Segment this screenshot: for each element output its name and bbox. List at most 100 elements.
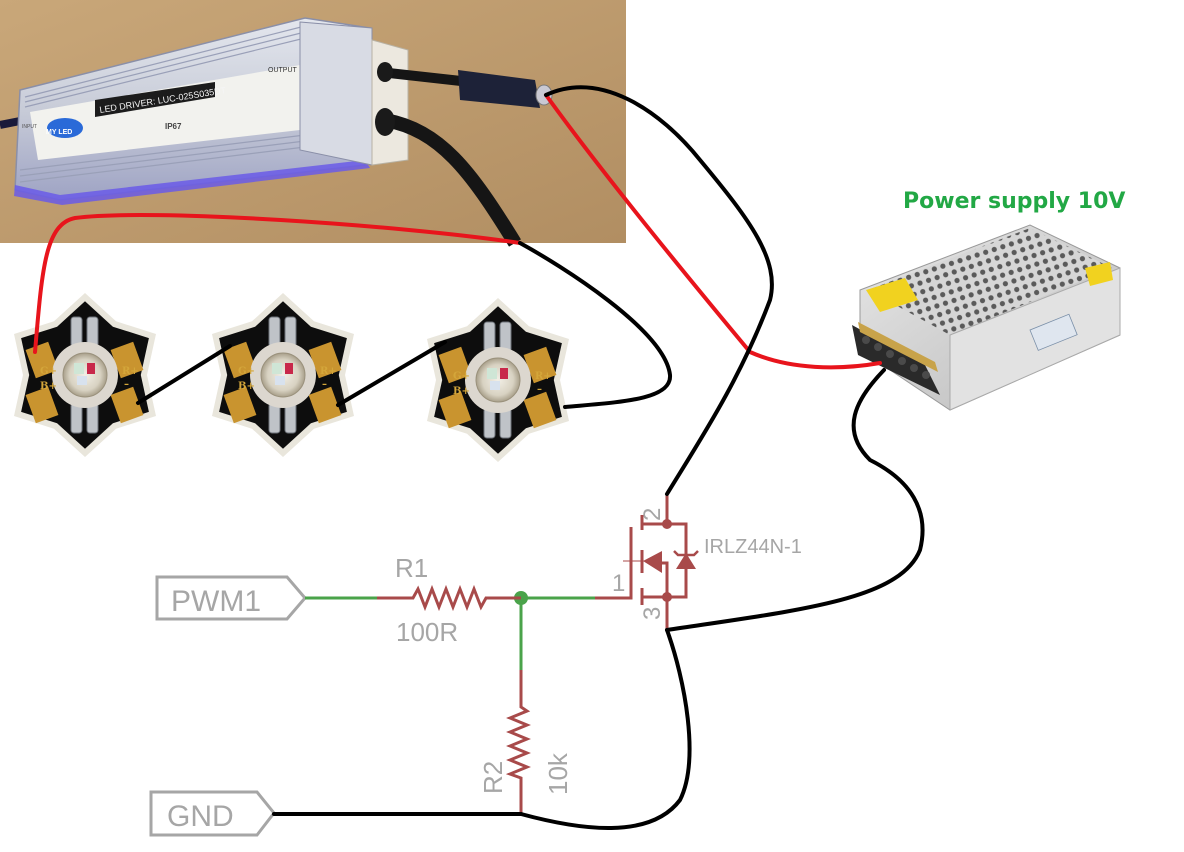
led-green-die [487, 368, 497, 379]
wire-driver-positive-to-led1 [33, 213, 522, 354]
driver-blue-reflection [14, 160, 370, 205]
power-supply-title: Power supply 10V [903, 189, 1125, 214]
led-green-die [272, 363, 282, 374]
led-boards: G+ B+ R+ – G+ B+ R+ – G+ B+ R+ – [14, 293, 569, 462]
pad-label: B+ [453, 386, 470, 397]
wire-jack-to-drain [544, 85, 774, 496]
led-star-board: G+ B+ R+ – [212, 293, 354, 457]
led-lens [475, 357, 521, 403]
housing-ribs [19, 25, 306, 183]
pad-label: B+ [238, 381, 255, 392]
mosfet-pin-drain: 2 [639, 508, 666, 521]
drain-junction [662, 519, 672, 529]
psu-caution-label [866, 278, 918, 312]
wire-led2-to-led3 [336, 340, 447, 407]
wire-led1-to-led2 [136, 344, 232, 405]
gnd-port-label: GND [167, 800, 234, 833]
source-junction [662, 592, 672, 602]
gnd-port-frame [149, 790, 276, 837]
pad-label: R+ [122, 366, 139, 377]
led-red-die [500, 368, 508, 379]
zener-cathode [673, 550, 699, 557]
driver-end-cap [299, 21, 373, 166]
solder-pad [223, 386, 257, 424]
output-cable-lower [383, 113, 521, 247]
r2-symbol [505, 670, 531, 814]
led-green-die [74, 363, 84, 374]
driver-label-plate [30, 65, 300, 160]
psu-vent-grille [868, 228, 1112, 335]
resistor-r1[interactable]: R1 100R [377, 553, 521, 647]
solder-pad [438, 346, 472, 384]
led-star-board: G+ B+ R+ – [427, 298, 569, 462]
pad-label: – [537, 384, 542, 395]
r2-ref: R2 [478, 761, 508, 794]
pad-label: G+ [453, 371, 470, 382]
mosfet-part: IRLZ44N-1 [704, 536, 802, 558]
pad-label: – [322, 379, 327, 390]
wire-led3-to-driver-negative [518, 241, 672, 409]
wires [33, 85, 925, 830]
led-red-die [87, 363, 95, 374]
resistor-r2[interactable]: R2 10k [478, 670, 573, 814]
solder-pad [110, 386, 144, 424]
led-blue-die [490, 381, 500, 390]
pad-label: G+ [40, 366, 57, 377]
gnd-port[interactable]: GND [149, 790, 276, 837]
led-lens [62, 352, 108, 398]
psu-rating-label [1029, 313, 1078, 351]
pad-label: G+ [238, 366, 255, 377]
cable-gland [375, 108, 395, 136]
pad-label: – [124, 379, 129, 390]
wire-psu-negative-to-source [665, 368, 925, 632]
solder-pad [438, 391, 472, 429]
wire-source-to-gnd [519, 628, 692, 830]
psu-terminal-strip [858, 322, 938, 372]
solder-pad [110, 341, 144, 379]
solder-pad [223, 341, 257, 379]
input-label: INPUT [22, 124, 37, 130]
solder-pad [523, 346, 557, 384]
solder-pad [308, 341, 342, 379]
dc-connector [458, 70, 540, 108]
mounting-bracket [371, 39, 409, 166]
mosfet-pin-source: 3 [639, 607, 666, 620]
pad-label: R+ [320, 366, 337, 377]
pad-label: B+ [40, 381, 57, 392]
solder-pad [25, 386, 59, 424]
led-blue-die [275, 376, 285, 385]
mosfet-body-diode-arrow [643, 551, 662, 573]
r2-value: 10k [543, 752, 573, 795]
psu-caution-label-right [1085, 262, 1113, 286]
schematic: PWM1 GND R1 100R R2 10k [149, 494, 802, 837]
driver-label-banner [95, 82, 215, 117]
led-red-die [285, 363, 293, 374]
r1-symbol [377, 584, 521, 612]
mosfet-zener-diode [676, 553, 696, 569]
output-label: OUTPUT [268, 67, 298, 74]
power-supply-photo: Power supply 10V [852, 189, 1125, 411]
solder-pad [523, 391, 557, 429]
brand-logo [47, 118, 83, 138]
cable-gland [377, 62, 393, 82]
psu-terminal-block [852, 325, 940, 395]
led-blue-die [77, 376, 87, 385]
psu-terminal-screws [862, 336, 930, 379]
led-star-board: G+ B+ R+ – [14, 293, 156, 457]
pwm1-port-label: PWM1 [171, 585, 261, 618]
brand-text: MY LED [46, 129, 72, 136]
pwm1-port-frame [155, 575, 307, 621]
solder-pad [308, 386, 342, 424]
led-lens [260, 352, 306, 398]
output-cable-upper [379, 67, 471, 87]
ip-rating: IP67 [165, 122, 182, 131]
led-driver-photo: LED DRIVER: LUC-025S035DT MY LED INPUT I… [0, 0, 626, 247]
pad-label: R+ [535, 371, 552, 382]
wire-jack-to-psu-positive [544, 93, 882, 370]
mosfet-pin-gate: 1 [612, 570, 625, 597]
r1-ref: R1 [395, 553, 428, 583]
mosfet-q1[interactable]: IRLZ44N-1 1 2 3 [595, 494, 802, 630]
pwm1-port[interactable]: PWM1 [155, 575, 307, 621]
r1-value: 100R [396, 617, 458, 647]
